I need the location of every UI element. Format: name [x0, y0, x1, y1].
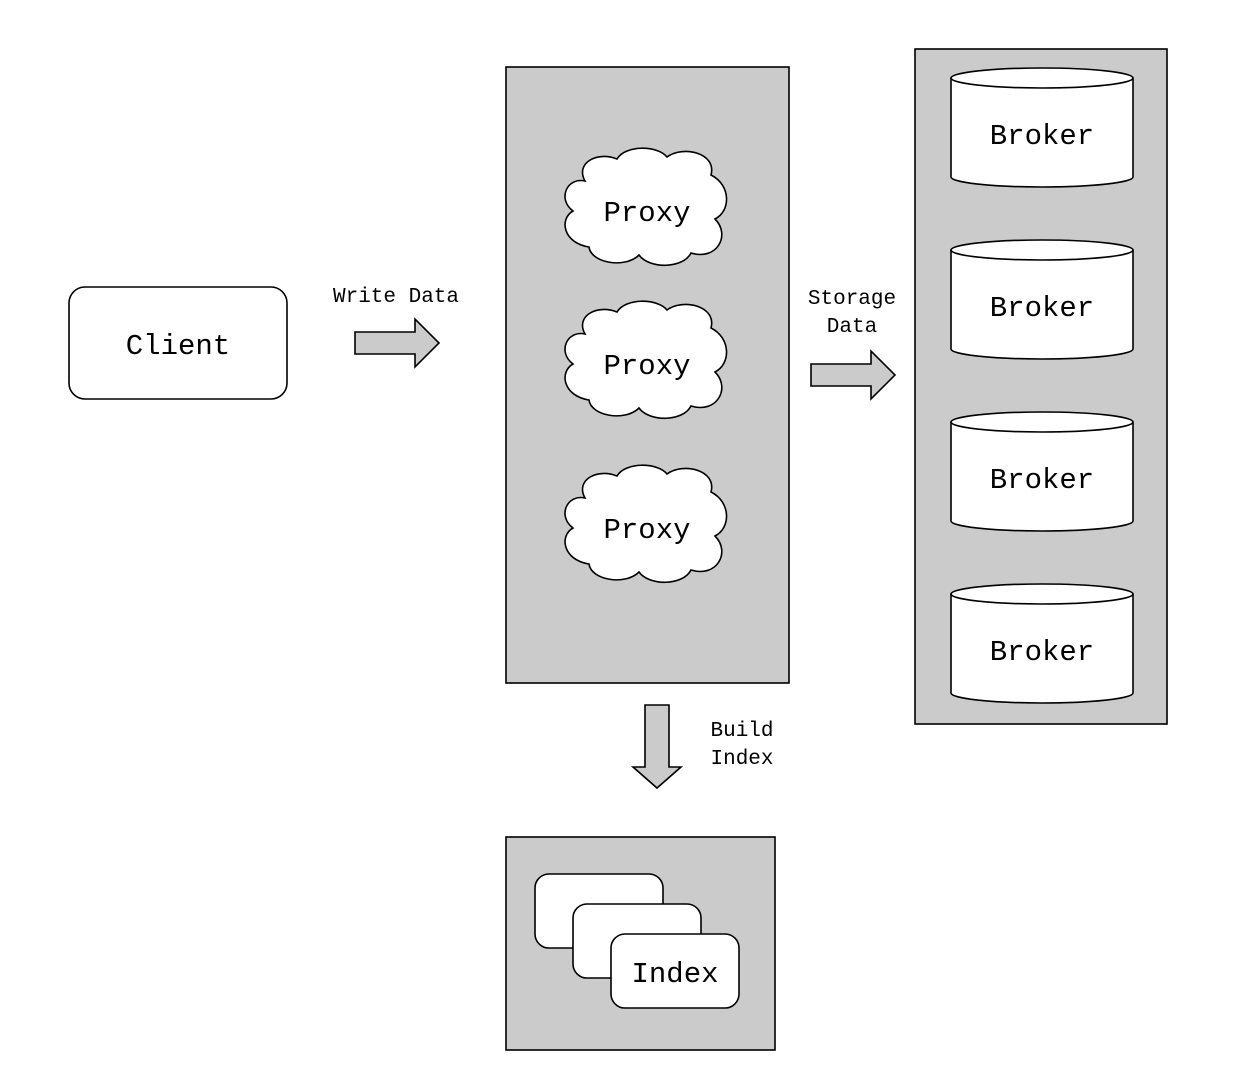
broker-label: Broker — [990, 464, 1094, 497]
broker-node: Broker — [950, 411, 1134, 532]
storage-data-arrow: Storage Data — [808, 288, 897, 401]
proxy-node: Proxy — [564, 464, 728, 584]
storage-data-label-line2: Data — [827, 316, 877, 339]
broker-cluster: Broker Broker Broker Broker — [914, 48, 1168, 725]
proxy-label: Proxy — [603, 514, 690, 547]
right-arrow-icon — [354, 317, 441, 369]
build-index-label-line1: Build — [710, 720, 773, 743]
index-label: Index — [631, 958, 718, 991]
database-icon — [950, 422, 1134, 532]
proxy-label: Proxy — [603, 350, 690, 383]
broker-node: Broker — [950, 67, 1134, 188]
right-arrow-icon — [810, 349, 897, 401]
proxy-label: Proxy — [603, 197, 690, 230]
storage-data-label-line1: Storage — [808, 288, 896, 311]
down-arrow-icon — [630, 704, 684, 790]
broker-node: Broker — [950, 583, 1134, 704]
write-data-arrow: Write Data — [333, 286, 459, 369]
database-icon — [950, 250, 1134, 360]
database-icon — [950, 78, 1134, 188]
build-index-arrow: Build Index — [630, 704, 774, 790]
write-data-label: Write Data — [333, 286, 459, 309]
broker-label: Broker — [990, 120, 1094, 153]
broker-label: Broker — [990, 292, 1094, 325]
proxy-node: Proxy — [564, 147, 728, 267]
database-icon — [950, 594, 1134, 704]
proxy-node: Proxy — [564, 300, 728, 420]
client-label: Client — [126, 330, 230, 363]
broker-node: Broker — [950, 239, 1134, 360]
client-node: Client — [68, 286, 288, 400]
index-cluster: Index — [505, 836, 776, 1051]
broker-label: Broker — [990, 636, 1094, 669]
proxy-cluster: Proxy Proxy Proxy — [505, 66, 790, 684]
build-index-label-line2: Index — [710, 748, 773, 771]
index-card-front — [610, 933, 740, 1009]
